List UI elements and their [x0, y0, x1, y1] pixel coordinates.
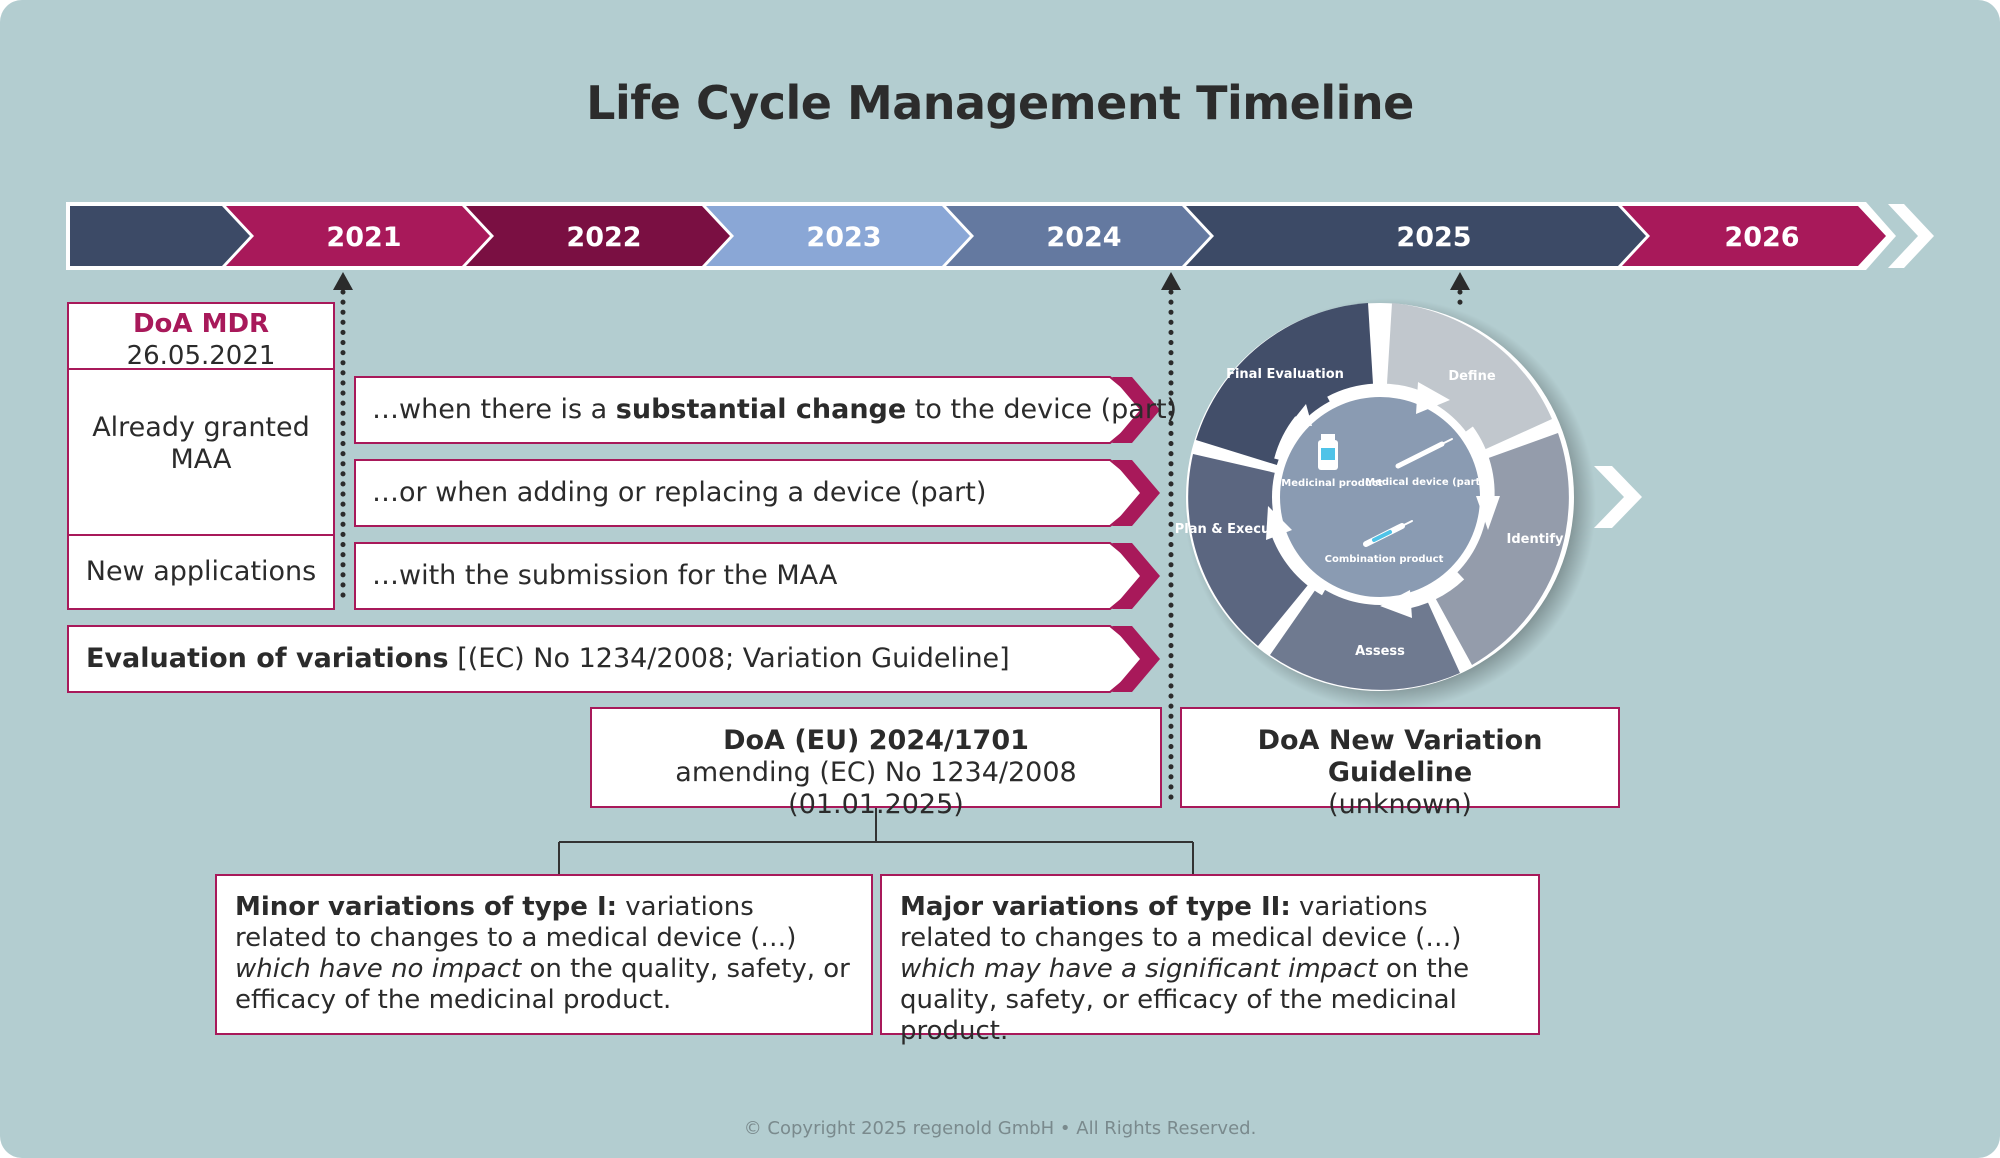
center-label-medicinal: Medicinal product — [1281, 478, 1383, 489]
medicinal-product-icon — [1318, 434, 1338, 470]
doa-mdr-date: 26.05.2021 — [126, 341, 276, 371]
timeline-segment-2026 — [1622, 206, 1886, 266]
submission-text: …with the submission for the MAA — [372, 560, 838, 591]
doa-new-subtitle: (unknown) — [1328, 789, 1472, 820]
arrow-submission-shape — [354, 542, 1160, 610]
doa-eu-box: DoA (EU) 2024/1701 amending (EC) No 1234… — [590, 707, 1162, 820]
adding-device-text: …or when adding or replacing a device (p… — [372, 477, 987, 508]
evaluation-text: Evaluation of variations [(EC) No 1234/2… — [86, 643, 1010, 674]
cycle-label-final-evaluation: Final Evaluation — [1226, 367, 1344, 382]
timeline-end-chevron — [1888, 204, 1934, 268]
timeline-segment-start — [70, 206, 250, 266]
life-cycle-diagram: Define Identify Assess Plan & Execute Fi… — [1175, 298, 1596, 710]
copyright-text: © Copyright 2025 regenold GmbH • All Rig… — [743, 1118, 1257, 1139]
timeline-segment-2024 — [946, 206, 1210, 266]
cycle-label-plan-execute: Plan & Execute — [1175, 522, 1286, 537]
timeline-segment-2025 — [1186, 206, 1646, 266]
tree-connector — [558, 808, 1194, 874]
substantial-change-text: …when there is a substantial change to t… — [372, 394, 1178, 425]
minor-variations-box: Minor variations of type I: variations r… — [215, 874, 873, 1035]
year-label-2023: 2023 — [806, 222, 881, 253]
year-label-2024: 2024 — [1046, 222, 1121, 253]
timeline-segment-2023 — [706, 206, 970, 266]
cycle-label-define: Define — [1448, 369, 1495, 384]
year-label-2026: 2026 — [1724, 222, 1799, 253]
cycle-label-identify: Identify — [1506, 532, 1564, 547]
marker-2024 — [1161, 272, 1181, 290]
cycle-center-disc — [1280, 397, 1480, 597]
combination-product-icon — [1363, 520, 1413, 547]
timeline-segment-2022 — [466, 206, 730, 266]
doa-new-guideline-box: DoA New Variation Guideline (unknown) — [1180, 707, 1620, 820]
page-title: Life Cycle Management Timeline — [586, 76, 1414, 130]
center-label-combination: Combination product — [1325, 554, 1444, 565]
major-variations-box: Major variations of type II: variations … — [880, 874, 1540, 1046]
arrow-evaluation-shape — [67, 625, 1160, 693]
marker-2021 — [333, 272, 353, 290]
doa-new-title: DoA New Variation Guideline — [1257, 725, 1543, 788]
year-label-2021: 2021 — [326, 222, 401, 253]
year-label-2025: 2025 — [1396, 222, 1471, 253]
cycle-chevron — [1594, 466, 1642, 528]
already-granted-box: Already granted MAA — [67, 368, 335, 536]
cycle-label-assess: Assess — [1355, 644, 1405, 659]
arrow-substantial-change-shape — [354, 376, 1160, 444]
year-label-2022: 2022 — [566, 222, 641, 253]
timeline-segment-2021 — [226, 206, 490, 266]
doa-eu-subtitle: amending (EC) No 1234/2008 (01.01.2025) — [675, 757, 1077, 820]
medical-device-icon — [1395, 438, 1453, 469]
doa-mdr-title: DoA MDR — [132, 309, 270, 339]
already-granted-label: Already granted MAA — [92, 412, 310, 475]
center-label-device: Medical device (part) — [1365, 477, 1485, 488]
new-applications-box: New applications — [67, 534, 335, 610]
new-applications-label: New applications — [85, 556, 317, 587]
doa-eu-title: DoA (EU) 2024/1701 — [723, 725, 1029, 756]
doa-mdr-box: DoA MDR 26.05.2021 — [67, 302, 335, 371]
marker-2025 — [1450, 272, 1470, 290]
arrow-adding-shape — [354, 459, 1160, 527]
